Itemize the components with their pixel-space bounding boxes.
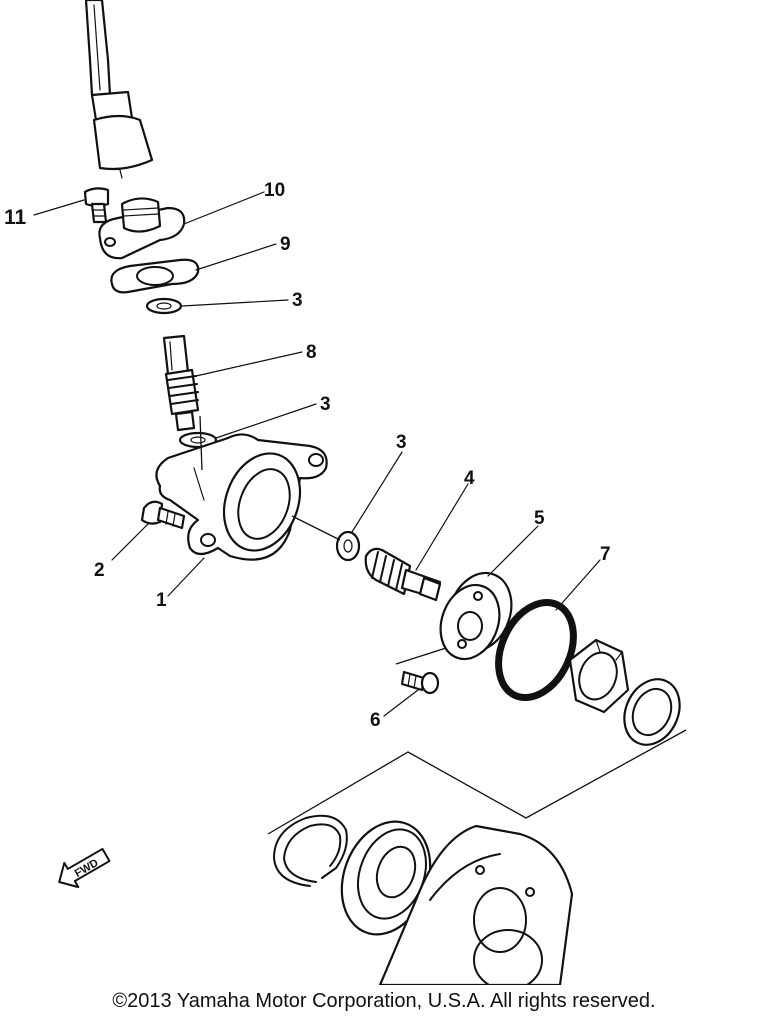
callout-3-middle: 3 xyxy=(320,394,331,415)
callout-8: 8 xyxy=(306,342,317,363)
assembly-reference-lines xyxy=(199,415,687,835)
callout-10: 10 xyxy=(264,180,285,201)
washer-3-top xyxy=(145,297,183,315)
copyright-notice: ©2013 Yamaha Motor Corporation, U.S.A. A… xyxy=(112,990,656,1012)
bolt-11 xyxy=(83,187,110,224)
callout-9: 9 xyxy=(280,234,291,255)
callout-3-top: 3 xyxy=(292,290,303,311)
fwd-arrow-icon: FWD xyxy=(58,847,111,889)
drive-gear-8 xyxy=(162,334,200,432)
circlip xyxy=(273,814,348,887)
gasket-9 xyxy=(110,258,200,294)
callout-6: 6 xyxy=(370,710,381,731)
callout-1: 1 xyxy=(156,590,167,611)
fwd-label: FWD xyxy=(73,857,101,880)
speedometer-cable xyxy=(84,0,154,179)
callout-leaders xyxy=(33,191,601,717)
gear-housing-1 xyxy=(155,433,328,561)
callout-2: 2 xyxy=(94,560,105,581)
bolt-2 xyxy=(140,500,186,530)
callout-11: 11 xyxy=(4,206,27,229)
thrust-washer xyxy=(623,678,681,746)
lock-nut xyxy=(568,638,630,714)
callout-3-right: 3 xyxy=(396,432,407,453)
exploded-parts-diagram: 11 10 9 3 8 3 3 4 5 7 2 1 6 FWD xyxy=(4,0,687,985)
o-ring-7 xyxy=(495,598,577,702)
callout-7: 7 xyxy=(600,544,611,565)
bushing-5 xyxy=(439,571,513,661)
hub-housing xyxy=(378,824,574,985)
driven-gear-4 xyxy=(364,547,442,602)
callout-5: 5 xyxy=(534,508,545,529)
callout-4: 4 xyxy=(464,468,475,489)
flange-fitting-10 xyxy=(98,197,186,260)
screw-6 xyxy=(400,670,440,695)
washer-3-right xyxy=(335,530,361,562)
